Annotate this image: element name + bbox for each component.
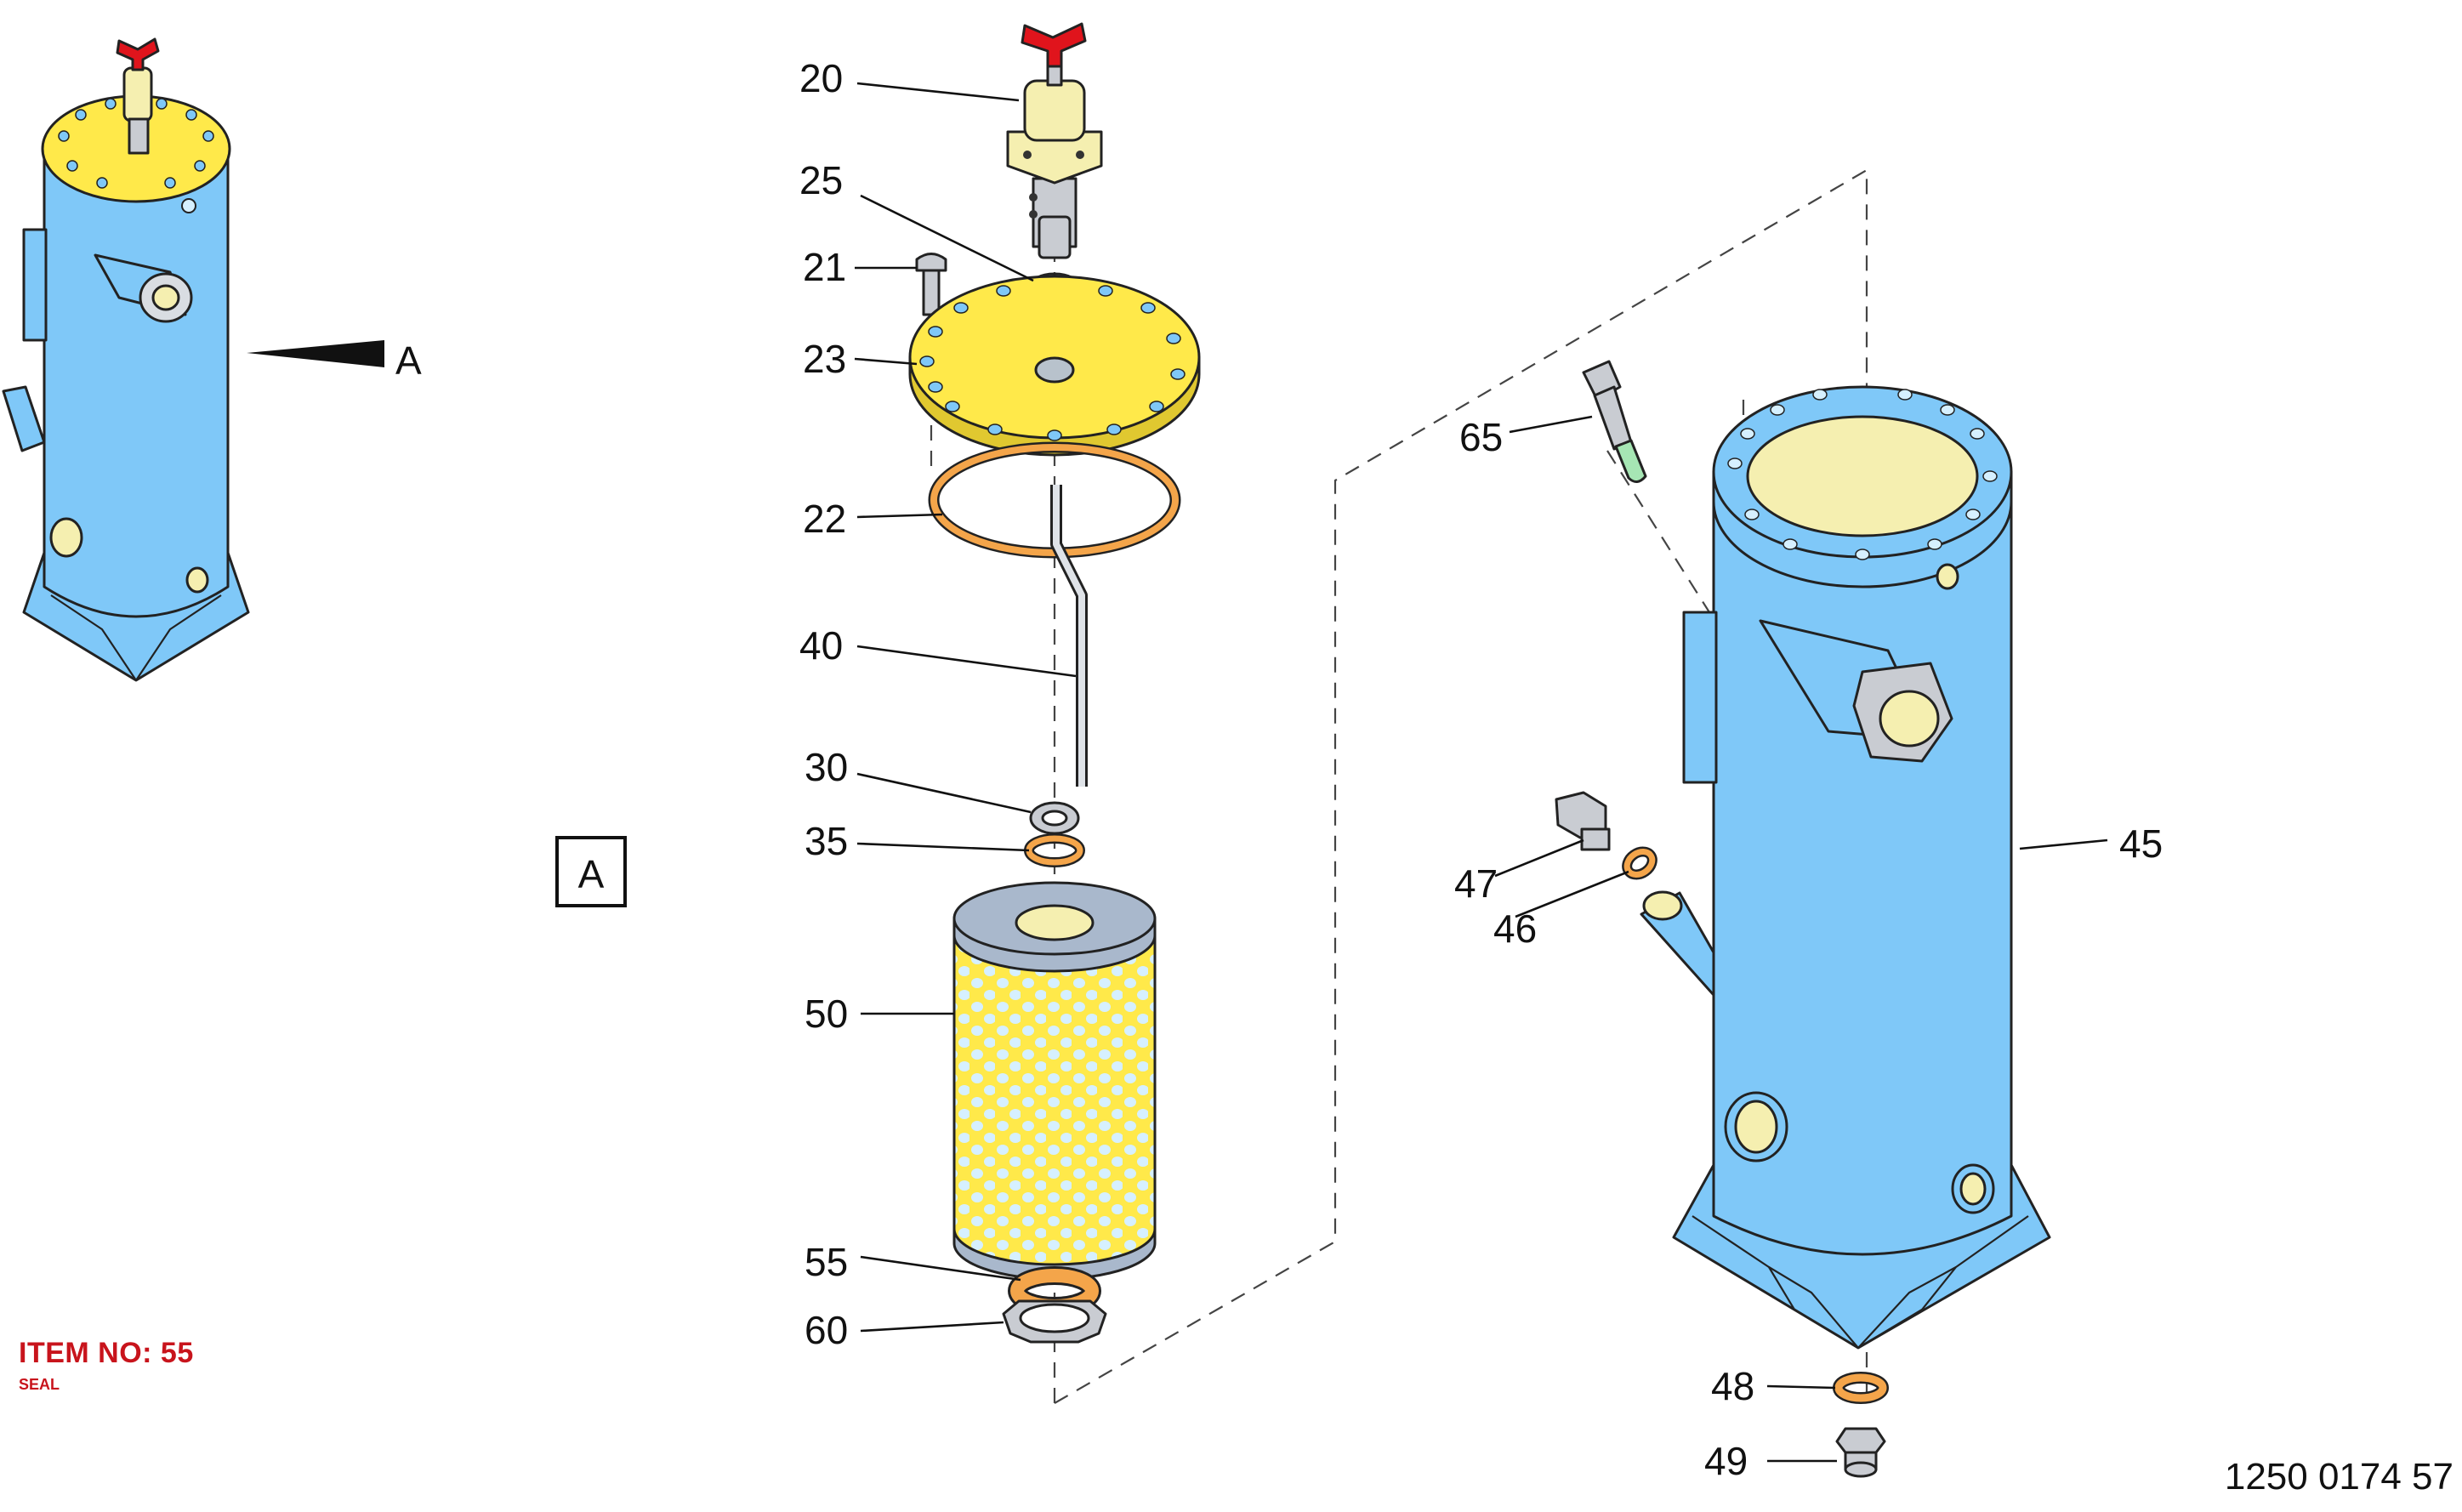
view-label: A	[578, 852, 605, 896]
callout-49: 49	[1704, 1439, 1748, 1483]
overview-handle	[116, 37, 160, 71]
callout-55: 55	[805, 1240, 848, 1284]
valve-handle	[1021, 22, 1087, 68]
part-47-plug	[1555, 791, 1611, 851]
callout-21: 21	[803, 245, 846, 289]
item-name: SEAL	[19, 1376, 60, 1393]
callout-25: 25	[799, 158, 843, 202]
part-49-plug	[1835, 1427, 1886, 1478]
part-40-tube	[1050, 485, 1088, 787]
callout-50: 50	[805, 992, 848, 1036]
callout-40: 40	[799, 623, 843, 668]
callout-46: 46	[1493, 907, 1537, 951]
callout-35: 35	[805, 819, 848, 863]
part-45-housing	[1640, 385, 2051, 1350]
part-50-filter-element	[952, 881, 1157, 1281]
part-20-valve	[1006, 22, 1103, 259]
leader-lines	[854, 82, 2108, 1463]
callout-30: 30	[805, 745, 848, 789]
callout-47: 47	[1454, 861, 1498, 906]
callout-48: 48	[1711, 1364, 1754, 1408]
callout-labels: 20 25 21 23 22 40 30 35 50 55 60 65 47 4…	[799, 56, 2163, 1483]
part-21-bolt	[915, 253, 947, 316]
overview-body	[43, 151, 230, 618]
item-number-title: ITEM NO: 55	[19, 1337, 194, 1369]
assembly-dashed-frame	[1054, 168, 1868, 1404]
callout-22: 22	[803, 497, 846, 541]
callout-45: 45	[2119, 821, 2163, 866]
overview-lug	[22, 228, 48, 342]
view-label-box	[555, 836, 627, 907]
callout-23: 23	[803, 337, 846, 381]
callout-65: 65	[1459, 415, 1503, 459]
overview-assembly: A	[2, 37, 422, 682]
part-23-cover	[908, 275, 1201, 457]
arrow-label: A	[395, 338, 422, 383]
view-arrow	[247, 340, 384, 367]
part-65-sensor	[1582, 360, 1647, 483]
callout-60: 60	[805, 1308, 848, 1352]
drawing-number: 1250 0174 57	[2224, 1456, 2453, 1498]
callout-20: 20	[799, 56, 843, 100]
